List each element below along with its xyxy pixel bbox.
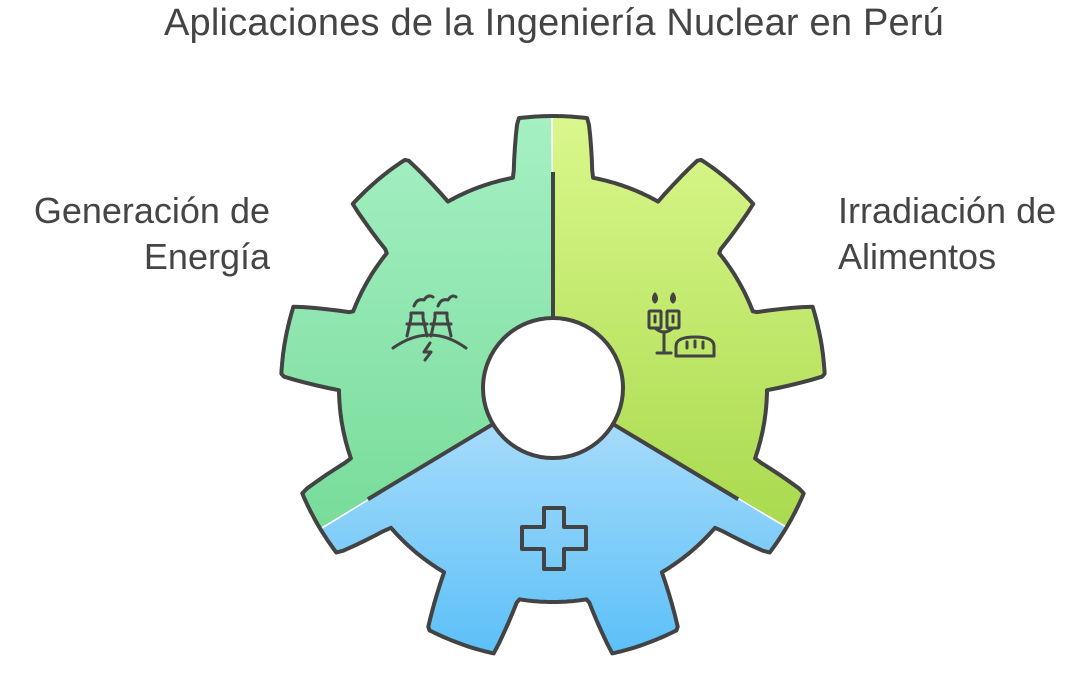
food-irradiation-icon bbox=[647, 292, 716, 358]
label-irradiacion-alimentos-line-1: Irradiación de bbox=[838, 190, 1057, 231]
segment-dividers bbox=[366, 172, 740, 501]
medical-cross-icon bbox=[520, 506, 588, 571]
gear-outline bbox=[279, 114, 827, 656]
diagram-title: Aplicaciones de la Ingeniería Nuclear en… bbox=[163, 2, 945, 44]
label-irradiacion-alimentos: Irradiación de Alimentos bbox=[838, 188, 1056, 280]
label-generacion-energia-line-2: Energía bbox=[143, 236, 270, 277]
label-generacion-energia-line-1: Generación de bbox=[33, 190, 270, 231]
nuclear-plant-icon bbox=[391, 294, 468, 362]
segment-divider bbox=[611, 422, 740, 501]
label-irradiacion-alimentos-line-2: Alimentos bbox=[838, 236, 997, 277]
label-generacion-energia: Generación de Energía bbox=[34, 188, 270, 280]
segment-irradiacion-alimentos bbox=[553, 116, 825, 527]
gear-hub bbox=[481, 316, 625, 460]
segment-generacion-energia bbox=[281, 116, 553, 529]
segment-divider bbox=[366, 422, 495, 501]
